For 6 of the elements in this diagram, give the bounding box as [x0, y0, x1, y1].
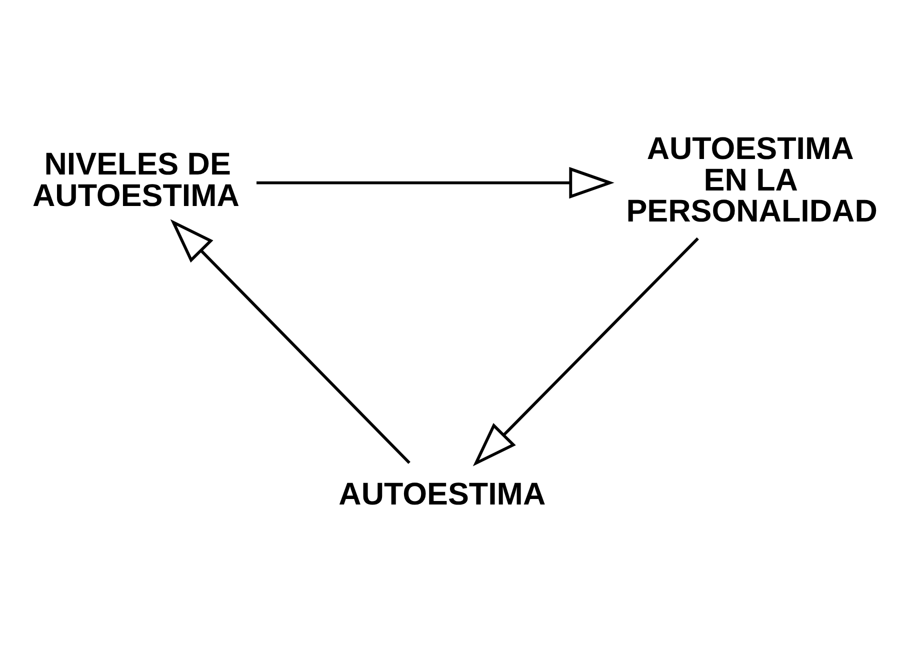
node-text: AUTOESTIMA EN LA PERSONALIDAD — [626, 130, 878, 229]
arrow — [170, 219, 410, 464]
arrow — [472, 237, 699, 466]
arrow — [256, 167, 614, 199]
node-text: AUTOESTIMA — [338, 476, 546, 512]
node-text: NIVELES DE AUTOESTIMA — [32, 146, 240, 213]
